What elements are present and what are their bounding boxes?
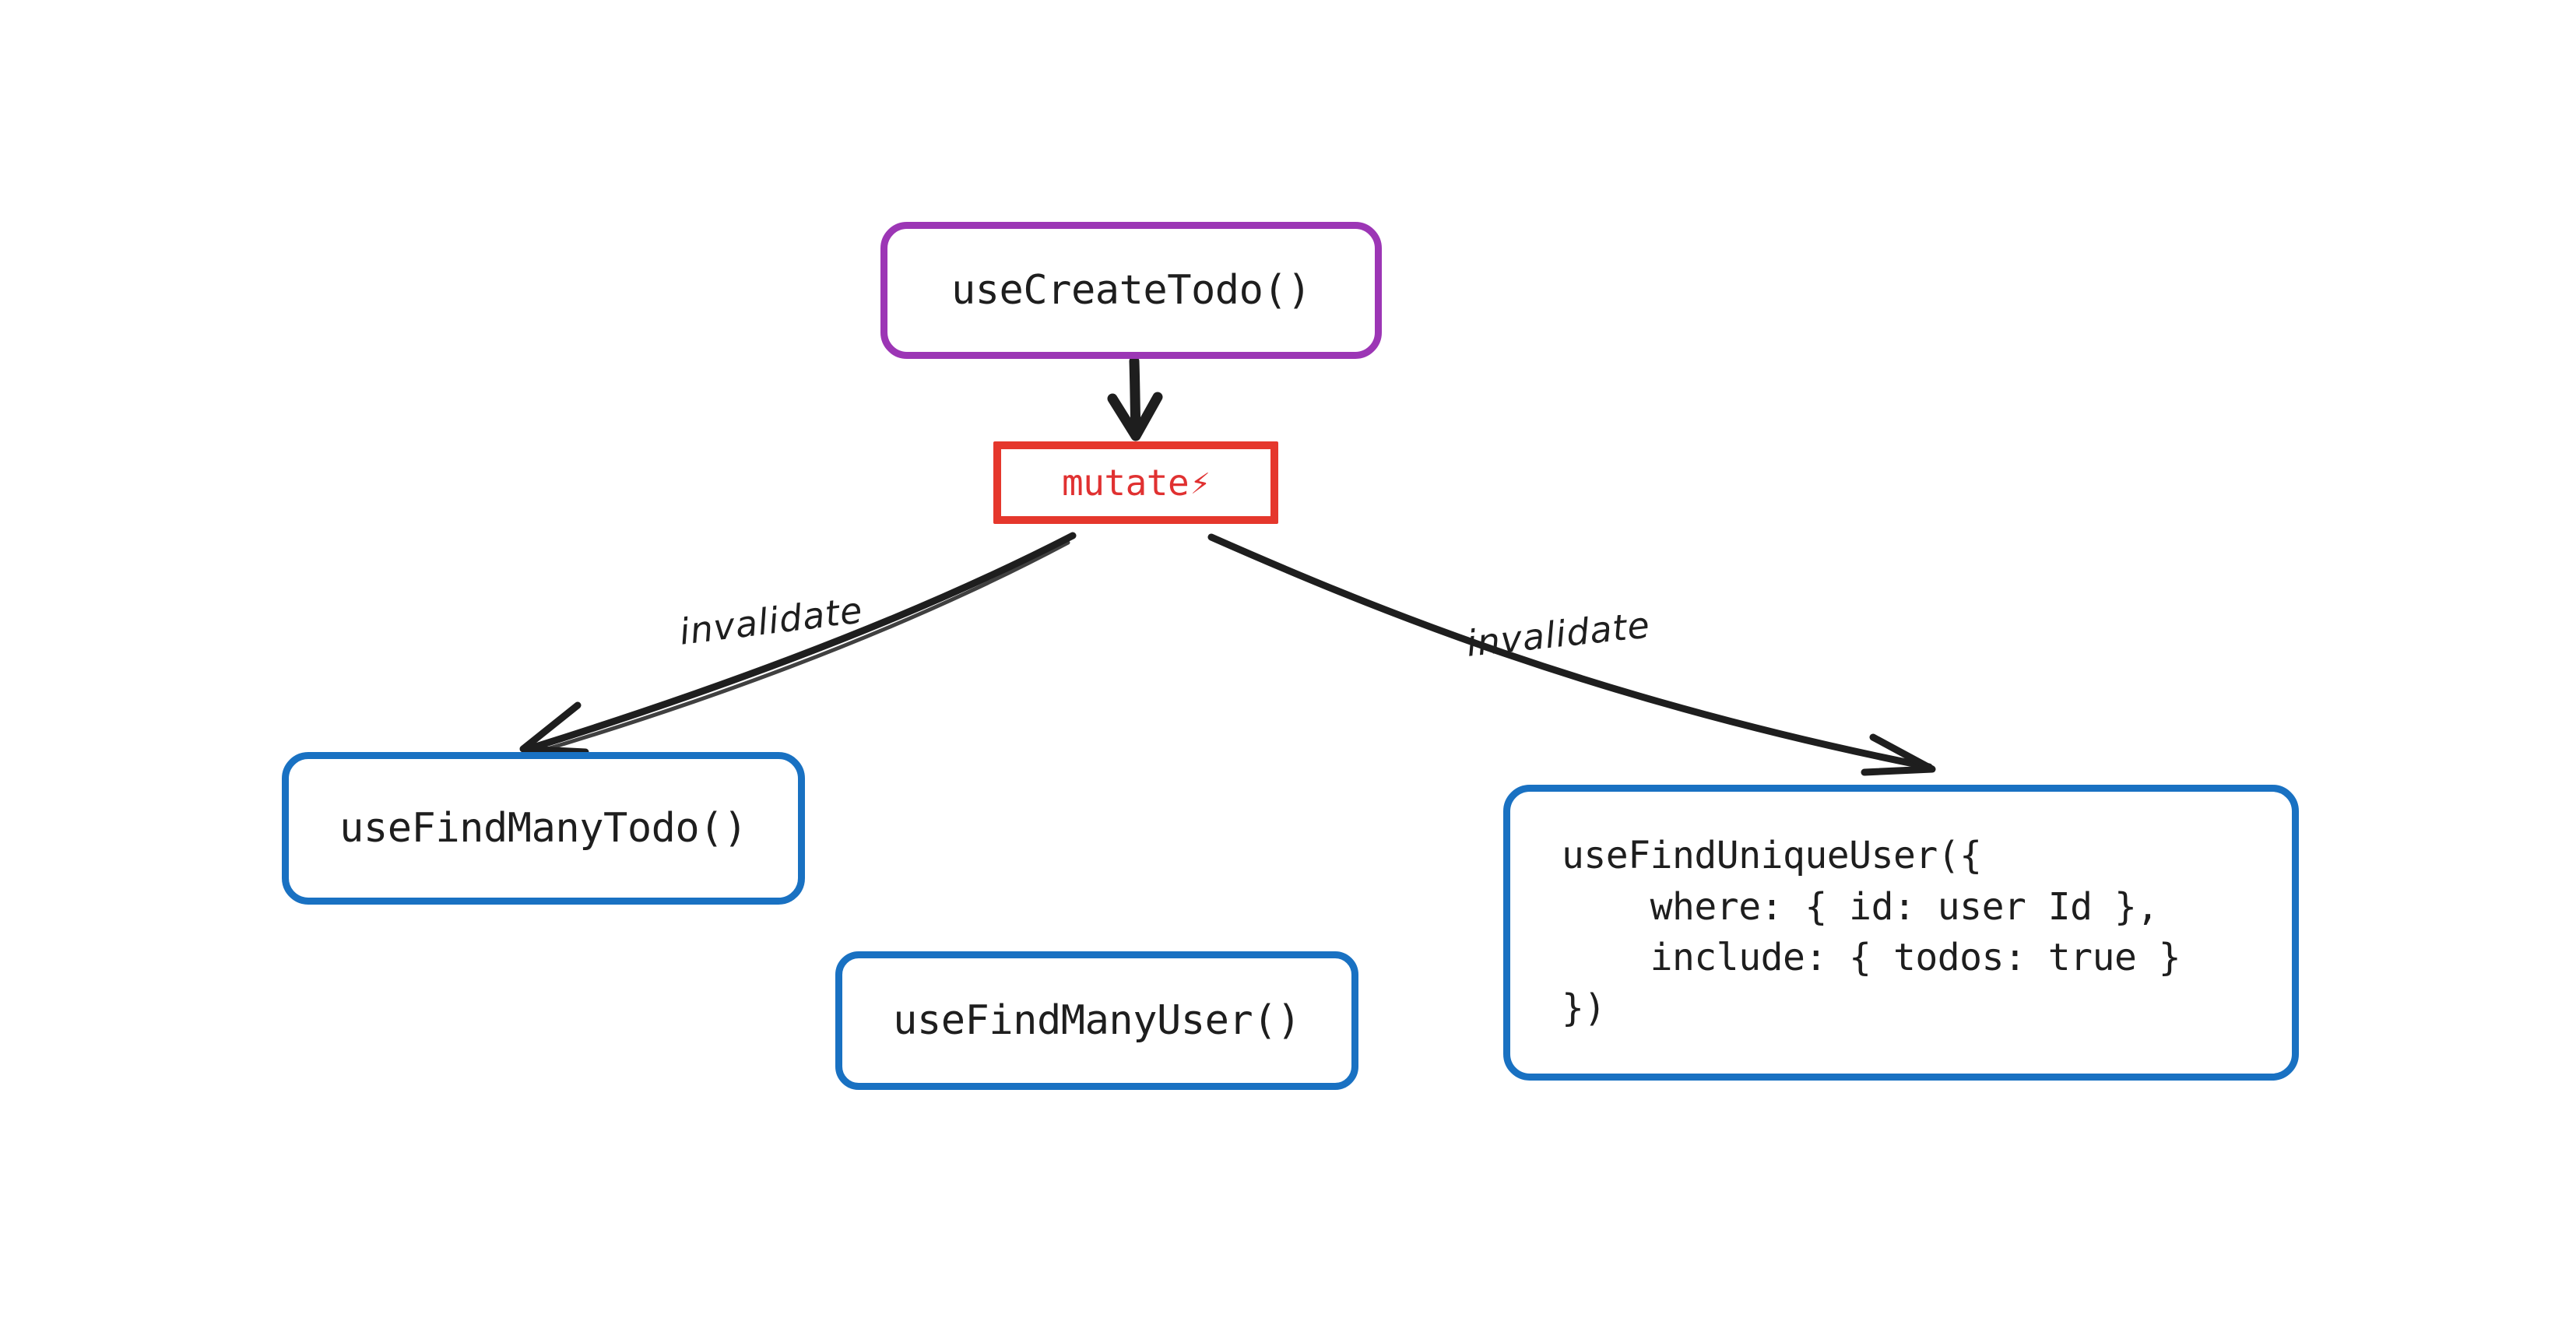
node-mutate-label-wrap: mutate⚡ <box>1062 460 1210 506</box>
node-use-find-unique-user-label: useFindUniqueUser({ where: { id: user Id… <box>1562 834 2181 1031</box>
node-use-create-todo[interactable]: useCreateTodo() <box>880 222 1382 359</box>
edge-create-todo-to-mutate <box>1107 356 1163 441</box>
node-use-find-many-todo[interactable]: useFindManyTodo() <box>282 752 805 905</box>
node-use-find-many-user[interactable]: useFindManyUser() <box>835 951 1358 1090</box>
node-mutate[interactable]: mutate⚡ <box>993 441 1278 524</box>
edge-label-invalidate-left: invalidate <box>677 589 866 653</box>
node-use-find-many-user-label: useFindManyUser() <box>893 996 1301 1044</box>
edge-mutate-to-find-unique-user <box>1207 533 1936 776</box>
node-use-find-unique-user[interactable]: useFindUniqueUser({ where: { id: user Id… <box>1503 785 2299 1081</box>
node-use-find-many-todo-label: useFindManyTodo() <box>339 804 747 852</box>
edge-mutate-to-find-many-todo <box>519 532 1077 756</box>
edge-label-invalidate-right: invalidate <box>1464 603 1653 665</box>
node-mutate-label: mutate <box>1062 461 1190 504</box>
lightning-bolt-icon: ⚡ <box>1190 463 1210 501</box>
node-use-create-todo-label: useCreateTodo() <box>951 266 1312 314</box>
